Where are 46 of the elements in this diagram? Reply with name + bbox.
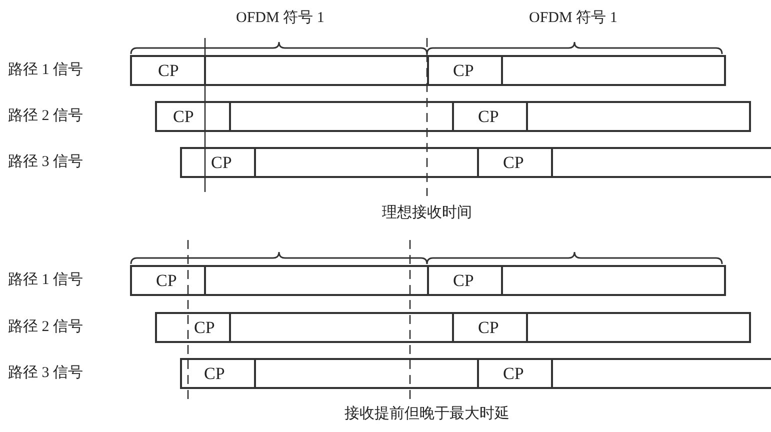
cp-label: CP (211, 152, 232, 172)
symbol-label: OFDM 符号 1 (236, 9, 324, 28)
cp-segment (452, 312, 528, 343)
cp-segment (180, 358, 256, 389)
symbol-body (528, 101, 751, 132)
symbol-body (206, 55, 429, 86)
cp-segment (477, 147, 553, 178)
symbol-body (231, 312, 454, 343)
cp-label: CP (453, 270, 474, 290)
cp-label: CP (503, 364, 524, 384)
symbol-body (503, 265, 726, 296)
symbol-body (256, 147, 479, 178)
path-label: 路径 1 信号 (8, 271, 83, 290)
path-label: 路径 2 信号 (8, 107, 83, 126)
symbol-body (528, 312, 751, 343)
cp-segment (427, 55, 503, 86)
path-label: 路径 2 信号 (8, 318, 83, 337)
cp-segment (130, 55, 206, 86)
path-label: 路径 3 信号 (8, 153, 83, 172)
cp-label: CP (173, 106, 194, 126)
cp-segment (477, 358, 553, 389)
cp-segment (130, 265, 206, 296)
symbol-body (553, 358, 771, 389)
symbol-body (503, 55, 726, 86)
caption: 接收提前但晚于最大时延 (344, 404, 510, 424)
cp-label: CP (204, 364, 225, 384)
path-label: 路径 1 信号 (8, 61, 83, 80)
cp-label: CP (158, 60, 179, 80)
cp-label: CP (478, 106, 499, 126)
cp-label: CP (453, 60, 474, 80)
symbol-body (206, 265, 429, 296)
cp-segment (452, 101, 528, 132)
cp-segment (180, 147, 256, 178)
cp-segment (427, 265, 503, 296)
symbol-body (256, 358, 479, 389)
symbol-label: OFDM 符号 1 (529, 9, 618, 28)
caption: 理想接收时间 (382, 204, 472, 223)
symbol-body (231, 101, 454, 132)
cp-segment (155, 312, 231, 343)
cp-segment (155, 101, 231, 132)
cp-label: CP (478, 318, 499, 338)
cp-label: CP (156, 270, 177, 290)
symbol-body (553, 147, 771, 178)
cp-label: CP (194, 318, 215, 338)
cp-label: CP (503, 152, 524, 172)
path-label: 路径 3 信号 (8, 364, 83, 383)
